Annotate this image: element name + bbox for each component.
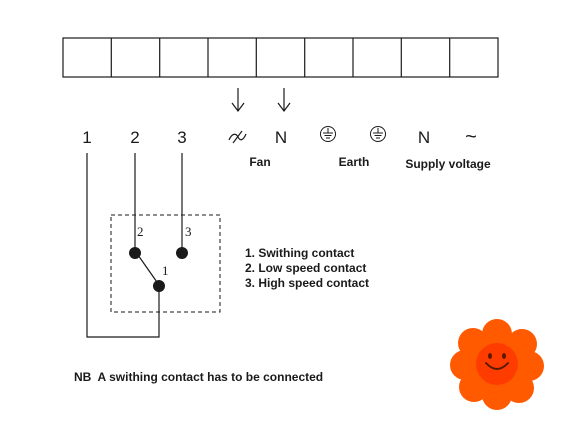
terminal-label-2: 2 [130,128,139,147]
legend-item-3: 3. High speed contact [245,276,369,290]
contact-label-2: 2 [137,224,144,239]
contact-dot-1 [153,280,165,292]
contact-label-1: 1 [162,263,169,278]
terminal-label-3: 3 [177,128,186,147]
group-label-fan: Fan [249,155,270,169]
legend-item-2: 2. Low speed contact [245,261,366,275]
phase-ac-icon [228,130,247,144]
terminal-label-supply-ac: ~ [465,126,477,148]
legend-item-1: 1. Swithing contact [245,246,354,260]
terminal-label-fan-neutral: N [275,128,287,147]
arrow-down-icon [277,88,291,112]
switch-lever [137,254,160,286]
contact-label-3: 3 [185,224,192,239]
group-label-supply: Supply voltage [405,157,491,171]
switch-housing [110,214,221,313]
arrow-down-icon [231,88,245,112]
terminal-block [62,37,499,78]
fan-arrows [231,88,291,112]
earth-ground-icon [320,126,336,142]
contact-dot-3 [176,247,188,259]
contact-dot-2 [129,247,141,259]
wire-terminal-1 [86,153,160,338]
wiring [86,153,183,338]
earth-ground-icon [370,126,386,142]
terminal-label-1: 1 [82,128,91,147]
note-text: NB A swithing contact has to be connecte… [74,370,323,384]
group-label-earth: Earth [339,155,370,169]
terminal-label-supply-neutral: N [418,128,430,147]
terminal-block-frame [62,37,499,78]
switch-contacts [129,247,188,292]
smiling-flower-icon [450,319,544,410]
